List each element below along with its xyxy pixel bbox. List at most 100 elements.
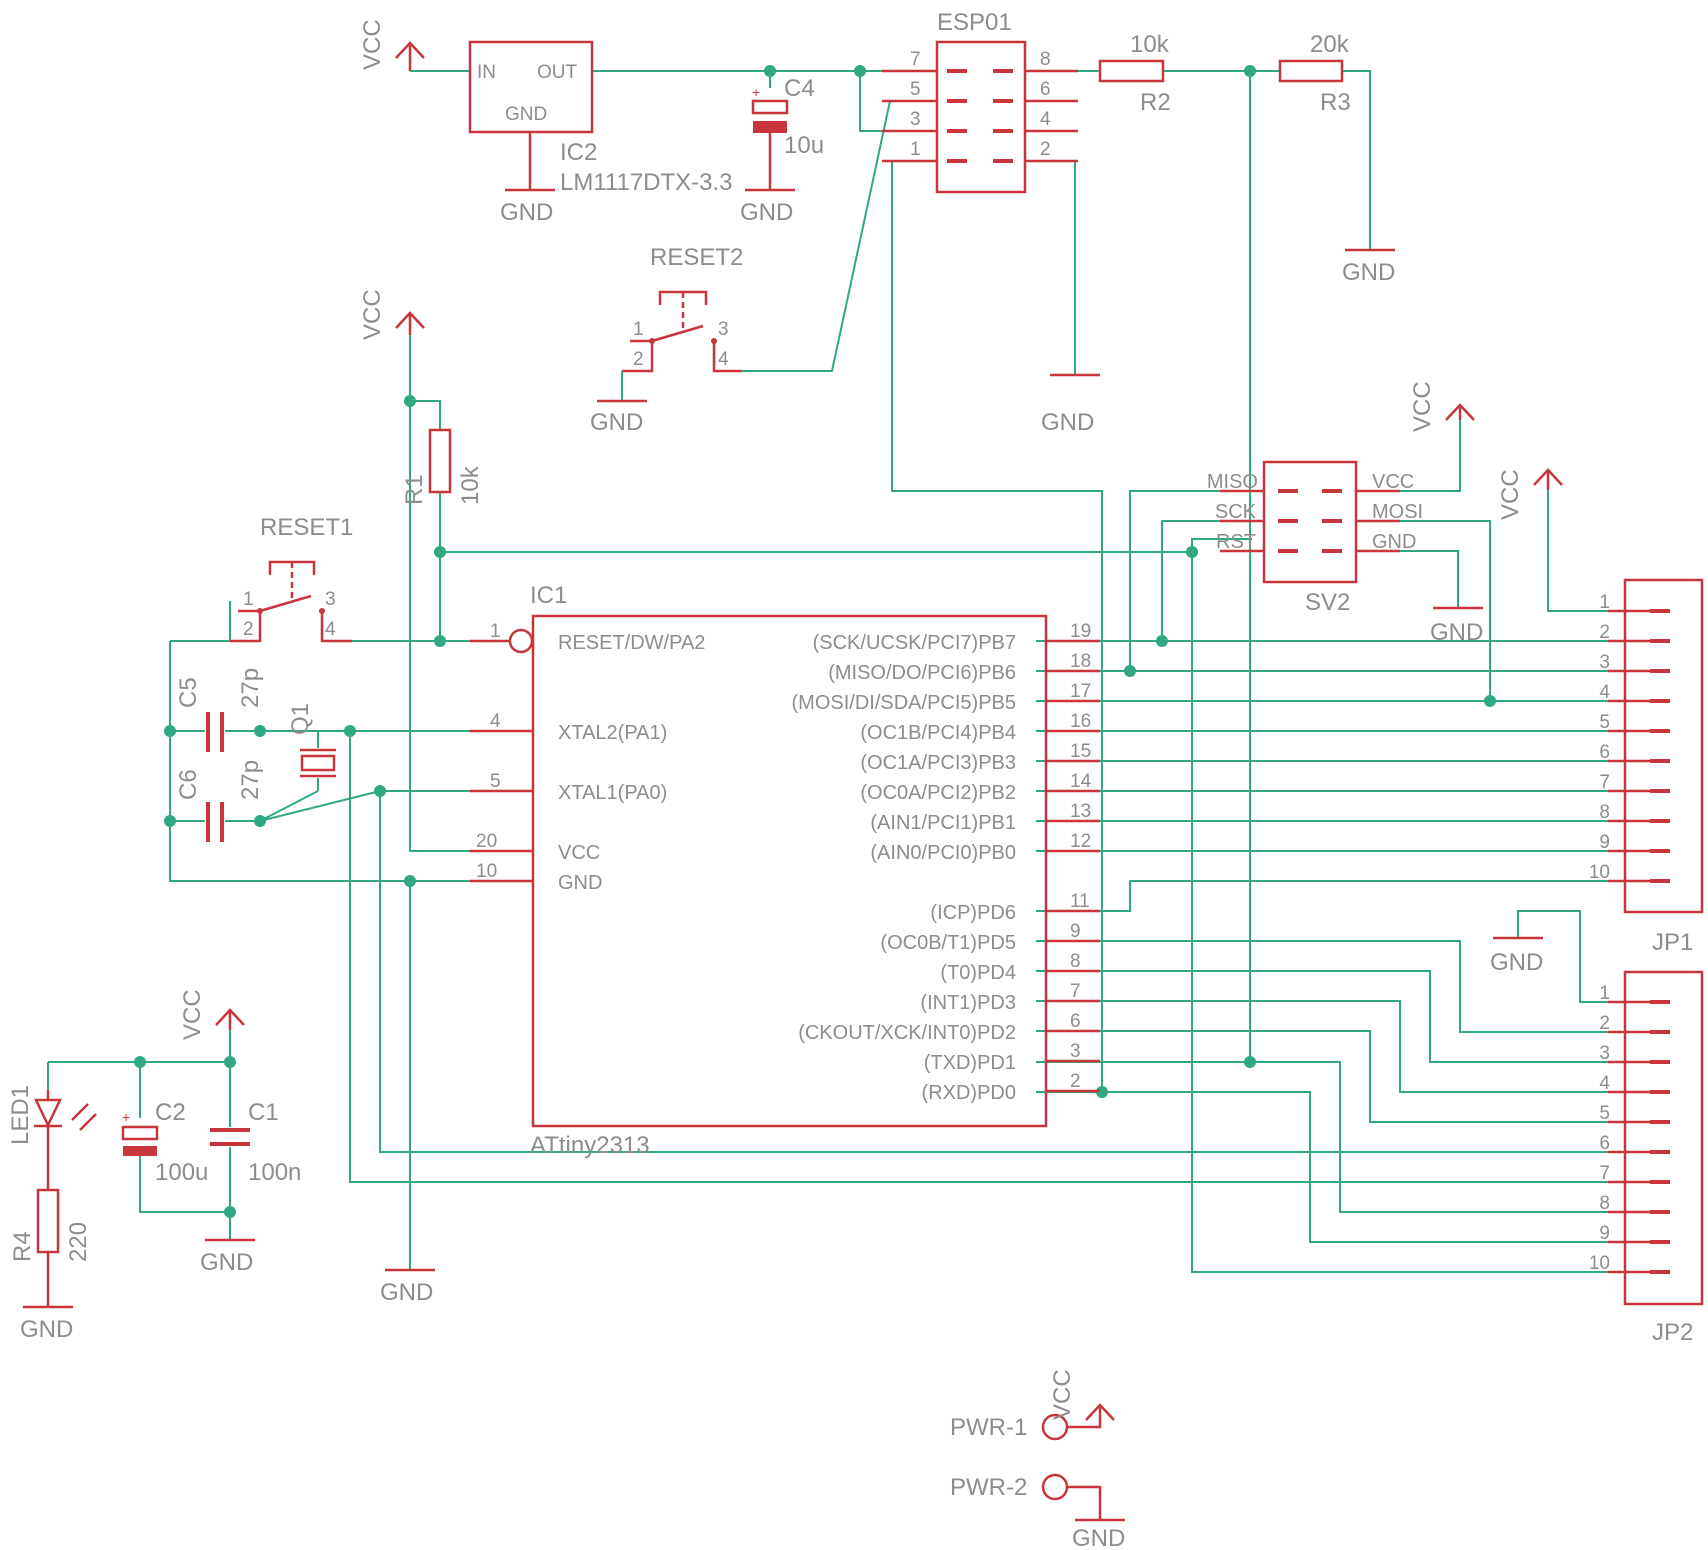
junction (164, 815, 176, 827)
ic1-pin-num: 1 (490, 621, 501, 642)
sv2-isp-header: MISO SCK RST VCC MOSI GND SV2 (1207, 460, 1423, 616)
r2-value: 10k (1130, 31, 1170, 58)
esp01-pin: 8 (1040, 49, 1051, 70)
r2-resistor: 10k R2 (1098, 31, 1171, 116)
ic1-pin-num: 11 (1070, 891, 1090, 912)
reset2-pin: 3 (718, 319, 729, 340)
reset1-pin: 4 (325, 619, 336, 640)
wire-r3-gnd (1342, 70, 1371, 250)
r3-name: R3 (1320, 89, 1351, 116)
jp1-pin: 1 (1599, 592, 1610, 613)
wire-jp1-vcc (1547, 490, 1608, 612)
wire-xtal2-jp2 (349, 731, 1608, 1183)
wire-r1-reset-rail (440, 551, 1608, 1273)
ic1-pin-name: (TXD)PD1 (924, 1052, 1016, 1074)
jp2-pin: 8 (1599, 1193, 1610, 1214)
c5-value: 27p (237, 668, 264, 708)
reset1-pin: 1 (243, 589, 254, 610)
ic1-pin-num: 4 (490, 711, 501, 732)
wire-sv2-gnd (1358, 550, 1459, 608)
ic1-pin-name: (MOSI/DI/SDA/PCI5)PB5 (792, 692, 1017, 714)
junctions (134, 65, 1496, 1218)
wire-c6-right (225, 790, 508, 822)
sv2-pin-label: GND (1372, 531, 1416, 553)
wire-sv2-miso (1129, 490, 1252, 671)
wire-pd2 (1036, 1030, 1608, 1123)
c1-value: 100n (248, 1159, 301, 1186)
wire-gnd-left (169, 641, 508, 882)
jp1-gnd-symbol: GND (1490, 936, 1543, 976)
esp01-pin: 4 (1040, 109, 1051, 130)
junction (764, 65, 776, 77)
c1-name: C1 (248, 1099, 279, 1126)
ic1-pin-num: 14 (1070, 771, 1092, 792)
ic1-pin-num: 15 (1070, 741, 1091, 762)
led1-name: LED1 (7, 1085, 34, 1145)
ic1-pin-num: 13 (1070, 801, 1091, 822)
wire-pd0-jp2 (1102, 1091, 1608, 1243)
junction (1244, 65, 1256, 77)
pwr2-pad: PWR-2 GND (950, 1473, 1125, 1550)
c6-name: C6 (175, 769, 202, 800)
ic1-attiny2313: IC1 ATtiny2313 1 4 5 20 10 RESET/DW/PA2 … (470, 582, 1100, 1159)
reset1-pin: 2 (243, 619, 254, 640)
ic1-pin-num: 16 (1070, 711, 1091, 732)
jp2-pin: 4 (1599, 1073, 1610, 1094)
sv2-pin-label: MISO (1207, 471, 1258, 493)
jp1-body (1623, 578, 1704, 914)
sv2-gnd-symbol: GND (1430, 606, 1483, 646)
gnd-label: GND (1490, 949, 1543, 976)
gnd-label: GND (1072, 1525, 1125, 1550)
c5-name: C5 (175, 677, 202, 708)
gnd-label: GND (590, 409, 643, 436)
wire-esp2-gnd (1074, 160, 1078, 375)
sv2-body (1262, 460, 1358, 584)
junction (434, 635, 446, 647)
junction (1484, 695, 1496, 707)
jp1-pin: 10 (1589, 862, 1610, 883)
ic2-gnd-label: GND (505, 104, 547, 125)
wire-reset-to-ic1 (439, 491, 508, 642)
wire-xtal-lower (259, 790, 319, 822)
vcc-label: VCC (359, 19, 386, 70)
pwr1-label: PWR-1 (950, 1414, 1027, 1441)
ic1-pin-name: (SCK/UCSK/PCI7)PB7 (813, 632, 1016, 654)
ic1-pin-name: (AIN0/PCI0)PB0 (870, 842, 1016, 864)
jp2-body (1623, 970, 1704, 1306)
ic1-value: ATtiny2313 (530, 1132, 650, 1159)
c4-name: C4 (784, 75, 815, 102)
ic1-pin-num: 9 (1070, 921, 1081, 942)
ic1-pin-name: (INT1)PD3 (920, 992, 1016, 1014)
esp01-name: ESP01 (937, 9, 1012, 36)
c2-name: C2 (155, 1099, 186, 1126)
ic1-pin-name: (OC0A/PCI2)PB2 (860, 782, 1016, 804)
ic2-in-label: IN (477, 62, 496, 83)
junction (254, 815, 266, 827)
reset1-pin: 3 (325, 589, 336, 610)
ic2-out-label: OUT (537, 62, 578, 83)
pwr2-label: PWR-2 (950, 1474, 1027, 1501)
junction (164, 725, 176, 737)
r3-value: 20k (1310, 31, 1350, 58)
r3-gnd-symbol: GND (1342, 248, 1395, 286)
gnd-label: GND (380, 1279, 433, 1306)
ic1-pin-name: (OC1B/PCI4)PB4 (860, 722, 1016, 744)
ic1-pin-name: VCC (558, 842, 600, 864)
wire-caps-bot (139, 1152, 230, 1213)
ic1-pin-name: GND (558, 872, 602, 894)
jp2-name: JP2 (1652, 1319, 1693, 1346)
r1-resistor: R1 10k (401, 428, 484, 505)
esp01-pin: 1 (910, 139, 921, 160)
ic1-pin-num: 18 (1070, 651, 1091, 672)
sv2-pin-label: RST (1216, 531, 1256, 553)
ic1-pin-num: 12 (1070, 831, 1091, 852)
esp01-header: ESP01 7 5 3 1 8 6 4 2 (882, 9, 1078, 194)
ic2-name: IC2 (560, 139, 597, 166)
q1-crystal: Q1 (287, 703, 336, 778)
reset2-pin: 1 (633, 319, 644, 340)
r2-name: R2 (1140, 89, 1171, 116)
jp1-vcc-symbol: VCC (1497, 468, 1563, 520)
jp2-pin: 1 (1599, 983, 1610, 1004)
ic1-pin-name: (T0)PD4 (940, 962, 1016, 984)
